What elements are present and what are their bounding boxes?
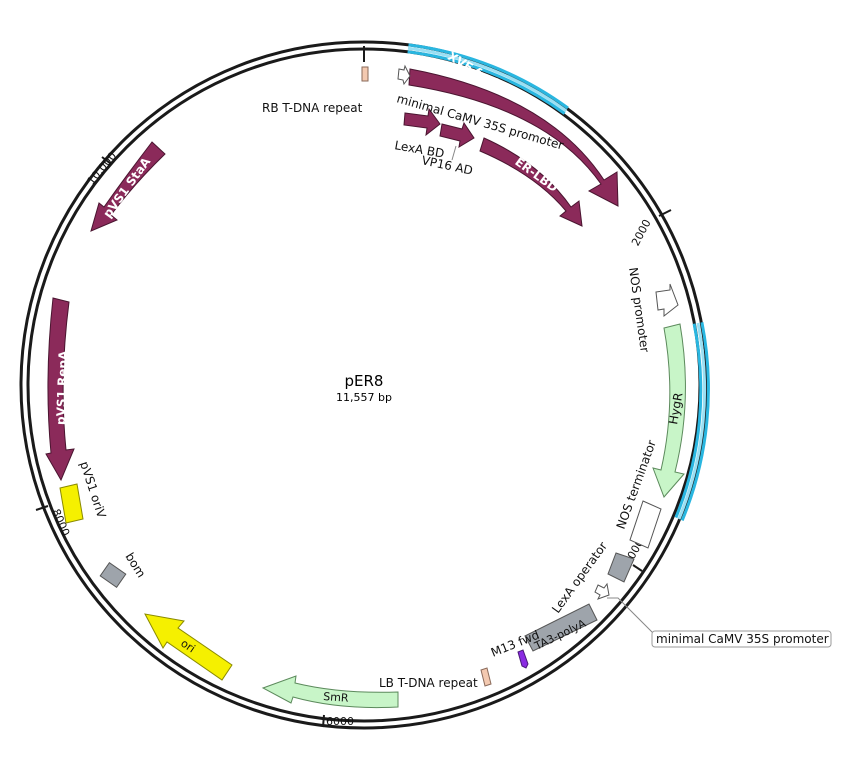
- feature-hygr[interactable]: [652, 323, 686, 498]
- feature-label-hygr: HygR: [666, 391, 685, 425]
- plasmid-name: pER8: [345, 372, 384, 390]
- feature-label-minimal-camv-lower: minimal CaMV 35S promoter: [656, 632, 829, 646]
- feature-er-lbd[interactable]: [479, 137, 583, 227]
- feature-rb-t-dna-repeat[interactable]: [361, 66, 369, 82]
- leader-vp16: [451, 145, 457, 161]
- callout-leader-minimal-camv: [607, 597, 657, 637]
- feature-label-pvs1-repa: pVS1 RepA: [54, 350, 71, 425]
- feature-label-bom: bom: [122, 550, 148, 580]
- feature-label-lb: LB T-DNA repeat: [379, 676, 478, 690]
- feature-ori[interactable]: [144, 613, 233, 681]
- tick-label-10000: 10,000: [85, 150, 120, 188]
- feature-xve-fusion-protein[interactable]: [408, 68, 619, 207]
- feature-label-m13-fwd: M13 fwd: [489, 628, 541, 660]
- feature-pvs1-staa[interactable]: [90, 141, 166, 232]
- feature-pvs1-repa[interactable]: [45, 297, 75, 482]
- tick-mark-6000: [322, 714, 325, 728]
- tick-mark-10000: [101, 156, 112, 165]
- feature-label-smr: SmR: [323, 690, 350, 705]
- feature-label-nos-promoter: NOS promoter: [626, 266, 652, 353]
- feature-bom[interactable]: [99, 562, 127, 588]
- feature-m13-fwd[interactable]: [517, 649, 529, 669]
- tick-label-6000: 6000: [326, 715, 354, 728]
- feature-ta3-polya[interactable]: [524, 603, 598, 652]
- feature-label-er-lbd: ER-LBD: [512, 155, 560, 195]
- highlight-region-top: [407, 43, 569, 115]
- tick-mark-2000: [658, 209, 672, 217]
- feature-label-rb: RB T-DNA repeat: [262, 101, 363, 115]
- feature-nos-terminator[interactable]: [629, 500, 662, 549]
- tick-label-2000: 2000: [629, 217, 654, 248]
- feature-smr[interactable]: [261, 675, 399, 709]
- feature-lexa-operator[interactable]: [607, 552, 635, 583]
- tick-mark-4000: [632, 564, 643, 572]
- tick-mark-8000: [35, 505, 49, 511]
- feature-pvs1-oriv[interactable]: [59, 483, 84, 524]
- feature-minimal-camv-35s-promoter-top[interactable]: [397, 64, 411, 86]
- feature-vp16-ad[interactable]: [439, 121, 475, 148]
- feature-nos-promoter[interactable]: [655, 283, 679, 318]
- highlight-region-right: [674, 322, 710, 521]
- feature-minimal-camv-35s-promoter-lower[interactable]: [594, 582, 610, 600]
- callout-box-minimal-camv: [651, 630, 832, 648]
- feature-label-lexa-operator: LexA operator: [549, 539, 610, 616]
- feature-label-vp16-ad: VP16 AD: [420, 153, 474, 178]
- plasmid-length: 11,557 bp: [336, 391, 392, 404]
- feature-lb-t-dna-repeat[interactable]: [480, 667, 492, 687]
- feature-lexa-bd[interactable]: [403, 107, 441, 137]
